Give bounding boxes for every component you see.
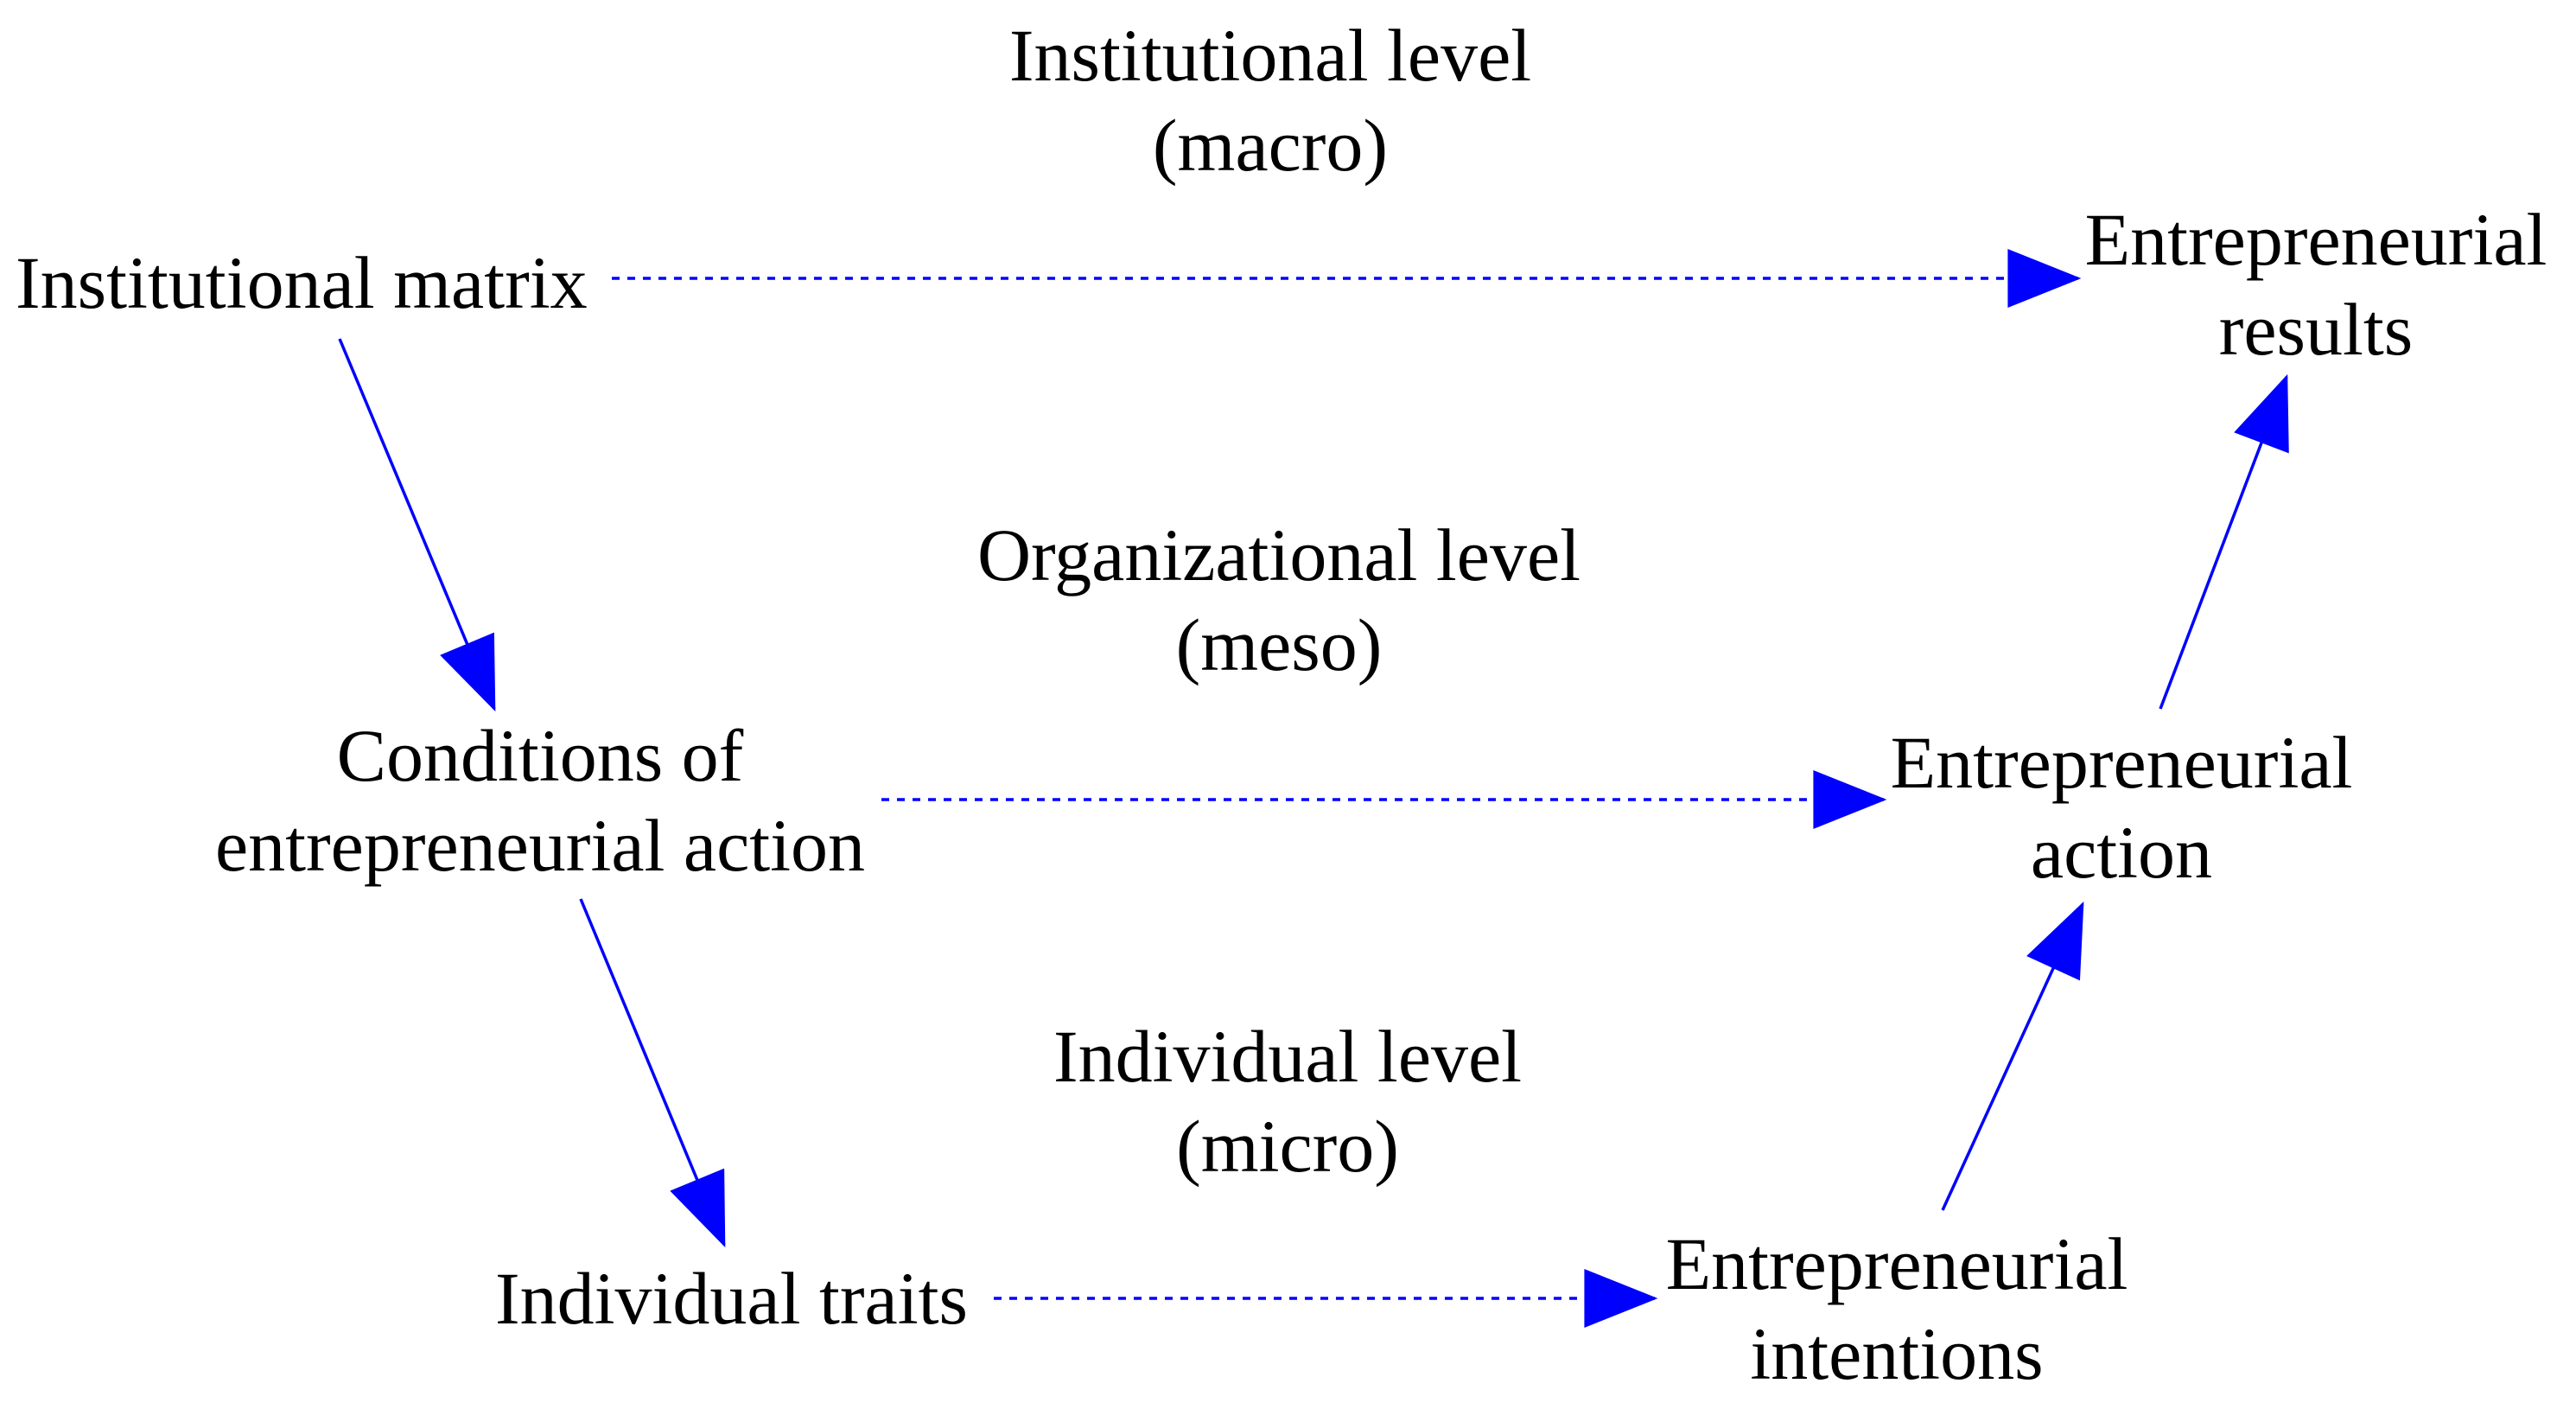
level-label-macro: Institutional level (macro)	[925, 10, 1616, 190]
node-results-line2: results	[2218, 288, 2414, 371]
level-micro-title: Individual level	[1053, 1015, 1523, 1098]
level-label-meso: Organizational level (meso)	[925, 510, 1633, 690]
level-micro-subtitle: (micro)	[1176, 1105, 1399, 1188]
edge-intentions-to-action	[1941, 901, 2084, 1211]
node-individual-traits-label: Individual traits	[495, 1257, 968, 1340]
node-conditions-line2: entrepreneurial action	[214, 804, 866, 887]
edge-institutional-matrix-to-conditions	[338, 338, 496, 712]
level-macro-title: Institutional level	[1008, 14, 1532, 97]
node-intentions-line1: Entrepreneurial	[1665, 1222, 2128, 1305]
level-label-micro: Individual level (micro)	[942, 1011, 1633, 1191]
edge-conditions-to-traits	[579, 898, 726, 1248]
node-institutional-matrix: Institutional matrix	[16, 238, 588, 328]
node-entrepreneurial-results: Entrepreneurial results	[2057, 194, 2575, 374]
node-individual-traits: Individual traits	[495, 1253, 968, 1343]
node-action-line2: action	[2030, 811, 2213, 894]
node-conditions-line1: Conditions of	[336, 714, 744, 797]
level-meso-title: Organizational level	[976, 513, 1581, 596]
node-entrepreneurial-intentions: Entrepreneurial intentions	[1638, 1219, 2156, 1399]
edge-action-to-results	[2159, 373, 2289, 710]
node-conditions: Conditions of entrepreneurial action	[173, 711, 907, 890]
node-action-line1: Entrepreneurial	[1890, 721, 2353, 804]
node-entrepreneurial-action: Entrepreneurial action	[1862, 717, 2381, 897]
level-macro-subtitle: (macro)	[1152, 104, 1389, 187]
node-institutional-matrix-label: Institutional matrix	[16, 241, 588, 324]
node-results-line1: Entrepreneurial	[2084, 198, 2547, 281]
node-intentions-line2: intentions	[1750, 1312, 2044, 1395]
level-meso-subtitle: (meso)	[1175, 603, 1383, 686]
